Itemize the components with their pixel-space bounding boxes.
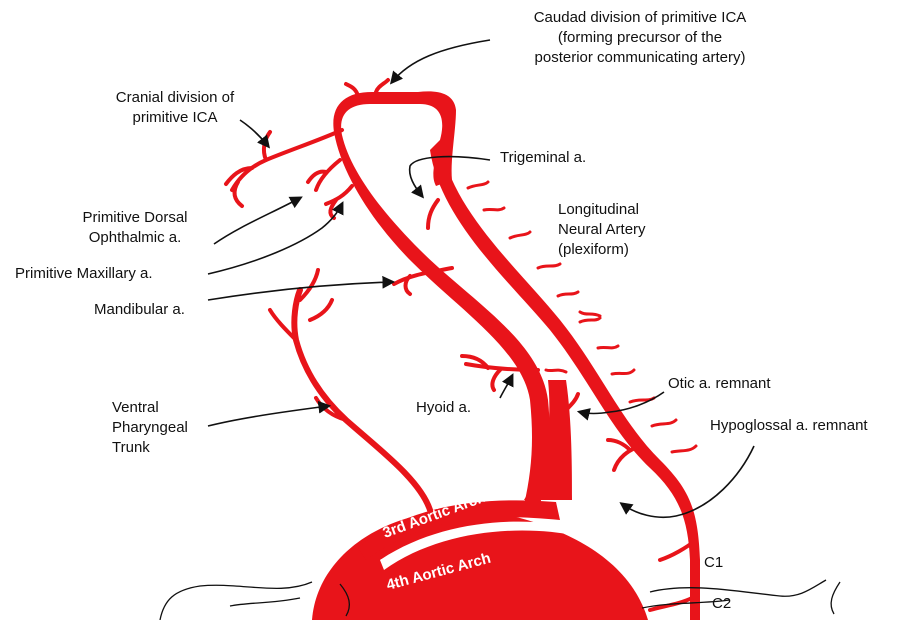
hyoid-label: Hyoid a.	[416, 398, 471, 418]
ventral-pharyngeal-branch	[310, 300, 332, 320]
cranial-twig	[264, 132, 270, 160]
neural-branch	[652, 420, 676, 426]
hyoid-arrow	[500, 376, 512, 398]
cranial-division-label: Cranial division of primitive ICA	[90, 88, 260, 128]
caudad-twig	[376, 80, 388, 92]
ventral-pharyngeal-trunk	[294, 290, 430, 510]
outline-left	[160, 582, 312, 620]
caudad-twig	[346, 84, 358, 96]
ventral-pharyngeal-arrow	[208, 406, 328, 426]
ventral-pharyngeal-branch	[300, 270, 318, 300]
otic-remnant-label: Otic a. remnant	[668, 374, 771, 394]
mandibular-twig	[406, 276, 411, 294]
mandibular-label: Mandibular a.	[94, 300, 185, 320]
c1-label: C1	[704, 553, 723, 573]
trigeminal-branch	[428, 200, 438, 228]
caudad-division-label: Caudad division of primitive ICA (formin…	[500, 8, 780, 68]
longitudinal-neural-label: Longitudinal Neural Artery (plexiform)	[558, 200, 646, 260]
trigeminal-label: Trigeminal a.	[500, 148, 586, 168]
dorsal-ophthalmic	[316, 160, 340, 190]
caudad-arrow	[392, 40, 490, 82]
hypoglossal-remnant-label: Hypoglossal a. remnant	[710, 416, 868, 436]
ventral-pharyngeal-label: Ventral Pharyngeal Trunk	[112, 398, 212, 458]
neural-branch	[580, 312, 600, 316]
neural-branch	[510, 232, 530, 238]
neural-branch	[580, 318, 600, 322]
outline-right	[650, 580, 826, 596]
primitive-maxillary-label: Primitive Maxillary a.	[15, 264, 153, 284]
neural-branch	[672, 446, 696, 452]
c2-label: C2	[712, 594, 731, 614]
vessel-network	[226, 80, 700, 620]
neural-branch	[468, 182, 488, 188]
neural-branch	[538, 264, 560, 268]
primitive-dorsal-ophthalmic-label: Primitive Dorsal Ophthalmic a.	[60, 208, 210, 248]
neural-branch	[484, 208, 504, 210]
maxillary	[326, 186, 352, 204]
dorsal-ophthalmic-arrow	[214, 198, 300, 244]
hyoid-twig	[492, 370, 500, 390]
neural-branch	[546, 370, 566, 372]
neural-branch	[612, 370, 634, 374]
outline-left-2	[230, 598, 300, 606]
neural-branch	[558, 292, 578, 296]
otic-arrow	[580, 392, 664, 414]
outline-right-3	[831, 582, 840, 614]
neural-branch	[598, 346, 618, 348]
cranial-twig	[235, 182, 242, 206]
maxillary-arrow	[208, 204, 342, 274]
cranial-division	[232, 130, 342, 190]
